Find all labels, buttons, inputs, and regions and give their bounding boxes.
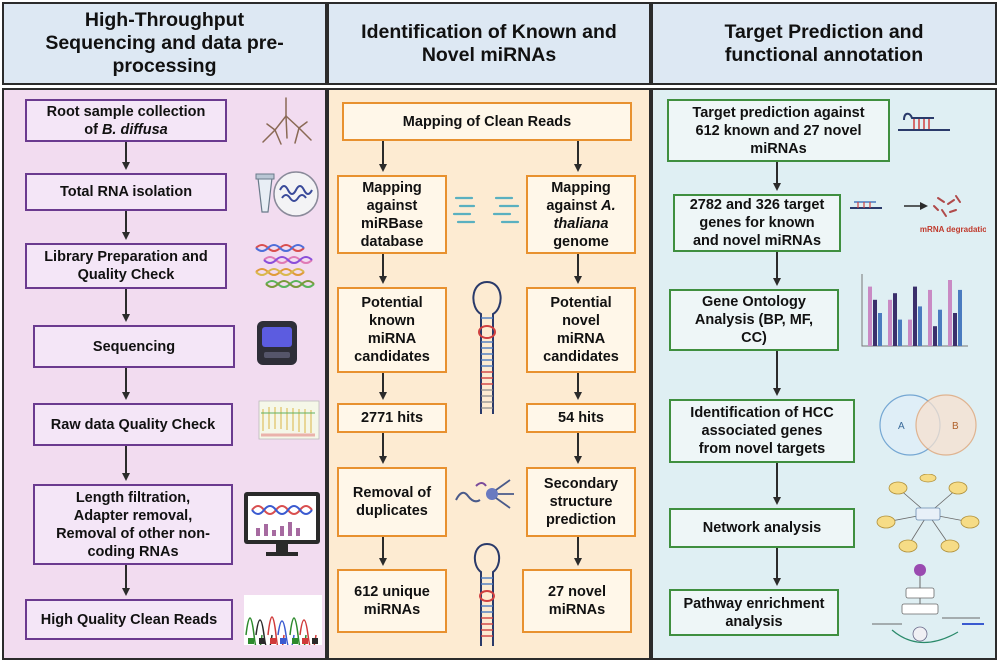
box-raw-data-quality-check: Raw data Quality Check [33, 403, 233, 446]
bar [938, 309, 942, 346]
bar [953, 313, 957, 346]
hairpin-rna-illustration [472, 281, 502, 414]
box-network-analysis: Network analysis [669, 508, 855, 548]
sequencer-icon [257, 321, 297, 365]
network-illustration [876, 474, 980, 553]
target-binding-illustration [898, 112, 950, 131]
rna-tube-illustration [255, 171, 319, 217]
pathway-illustration [872, 564, 984, 644]
quality-plot-illustration [258, 400, 320, 440]
bar [913, 286, 917, 346]
mrna-degradation-illustration: mRNA degradation [850, 195, 986, 234]
bar [908, 319, 912, 346]
bar [928, 289, 932, 346]
bar [948, 280, 952, 346]
bar [933, 326, 937, 346]
venn-label-a: A [898, 421, 905, 432]
box-mapping-clean-reads: Mapping of Clean Reads [342, 102, 632, 141]
panel-target-prediction [651, 88, 997, 660]
chromatogram-illustration [244, 595, 322, 645]
monitor-icon [244, 492, 320, 556]
mrna-degradation-label: mRNA degradation [920, 225, 986, 234]
go-bar-chart-illustration [861, 274, 968, 347]
box-2771-hits: 2771 hits [337, 403, 447, 433]
box-total-rna-isolation: Total RNA isolation [25, 173, 227, 211]
dna-library-illustration [255, 244, 315, 288]
bar [873, 299, 877, 346]
box-sequencing: Sequencing [33, 325, 235, 368]
venn-diagram-illustration: A B [879, 394, 977, 456]
bar [878, 313, 882, 346]
duplicate-removal-illustration [455, 479, 514, 509]
box-54-hits: 54 hits [526, 403, 636, 433]
bar [898, 319, 902, 346]
box-high-quality-clean-reads: High Quality Clean Reads [25, 599, 233, 640]
box-length-filtration: Length filtration,Adapter removal,Remova… [33, 484, 233, 565]
bar [868, 286, 872, 346]
read-alignment-illustration [452, 196, 520, 224]
secondary-structure-illustration [473, 543, 501, 646]
bar [888, 299, 892, 346]
venn-label-b: B [952, 421, 959, 432]
bar [918, 306, 922, 346]
bar-chart-axis [861, 274, 968, 347]
root-illustration [262, 97, 312, 145]
bar [958, 289, 962, 346]
bar [893, 293, 897, 346]
